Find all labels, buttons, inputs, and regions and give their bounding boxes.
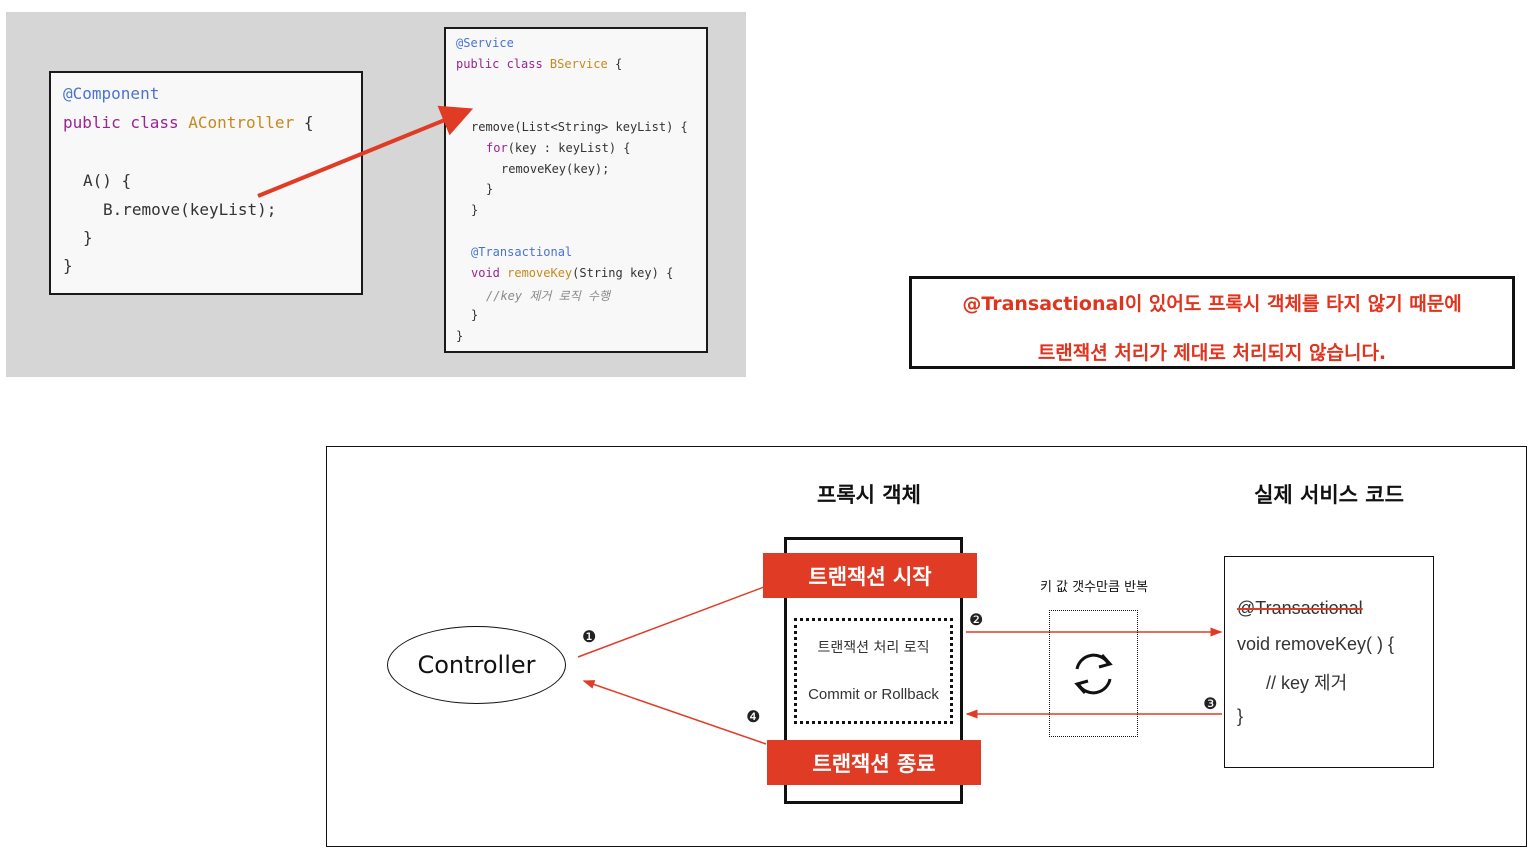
- warning-note: @Transactional이 있어도 프록시 객체를 타지 않기 때문에 트랜…: [909, 276, 1515, 369]
- code-a-line-5: B.remove(keyList);: [103, 200, 277, 219]
- step-1-marker: ❶: [582, 627, 597, 646]
- proxy-object-box: [784, 537, 963, 804]
- tx-end-to-controller-arrow: [582, 680, 767, 745]
- code-b-line-6: for(key : keyList) {: [486, 141, 631, 155]
- code-b-line-11: @Transactional: [471, 245, 573, 259]
- code-a-line-1: @Component: [63, 84, 160, 103]
- call-remove-arrow: [257, 105, 474, 198]
- proxy-flow-diagram: [326, 446, 1527, 847]
- code-a-line-2: public class AController {: [63, 113, 314, 132]
- commit-rollback-label: Commit or Rollback: [808, 686, 939, 703]
- controller-label: Controller: [417, 651, 536, 679]
- code-b-line-5: remove(List<String> keyList) {: [471, 120, 688, 134]
- tx-start-label: 트랜잭션 시작: [763, 553, 977, 598]
- step-2-marker: ❷: [969, 610, 984, 629]
- tx-logic-box: [794, 618, 953, 724]
- service-annotation-struck: @Transactional: [1237, 598, 1363, 618]
- code-a-line-4: A() {: [83, 171, 132, 190]
- code-b-line-15: }: [456, 329, 464, 343]
- code-a-line-6: }: [83, 228, 93, 247]
- code-a-line-7: }: [63, 256, 73, 275]
- proxy-heading: 프록시 객체: [817, 483, 921, 507]
- service-heading: 실제 서비스 코드: [1254, 483, 1404, 507]
- controller-node: Controller: [387, 626, 566, 704]
- code-b-line-1: @Service: [456, 36, 514, 50]
- code-b-line-8: }: [486, 182, 494, 196]
- code-b-line-2: public class BService {: [456, 57, 623, 71]
- code-b-line-14: }: [471, 308, 479, 322]
- refresh-cycle-icon: [1074, 653, 1113, 695]
- controller-code-box: @Component public class AController { A(…: [49, 71, 363, 295]
- step-4-marker: ❹: [746, 707, 761, 726]
- service-code-line-3: }: [1237, 706, 1244, 726]
- service-code-line-2: // key 제거: [1266, 673, 1348, 693]
- tx-end-label: 트랜잭션 종료: [767, 740, 981, 785]
- warning-note-line-2: 트랜잭션 처리가 제대로 처리되지 않습니다.: [1037, 342, 1387, 364]
- code-b-line-13: //key 제거 로직 수행: [486, 289, 611, 303]
- service-code-node: @Transactional void removeKey( ) { // ke…: [1224, 556, 1434, 768]
- code-b-line-7: removeKey(key);: [501, 162, 610, 176]
- loop-box: [1049, 610, 1138, 737]
- code-b-line-12: void removeKey(String key) {: [471, 266, 674, 280]
- code-b-line-9: }: [471, 203, 479, 217]
- loop-label: 키 값 갯수만큼 반복: [1039, 580, 1149, 595]
- step-3-marker: ❸: [1203, 694, 1218, 713]
- tx-logic-label: 트랜잭션 처리 로직: [817, 640, 930, 656]
- controller-to-tx-start-line: [577, 586, 765, 658]
- service-code-box: @Service public class BService { remove(…: [444, 27, 708, 353]
- warning-note-line-1: @Transactional이 있어도 프록시 객체를 타지 않기 때문에: [962, 293, 1462, 315]
- service-code-line-1: void removeKey( ) {: [1237, 634, 1395, 654]
